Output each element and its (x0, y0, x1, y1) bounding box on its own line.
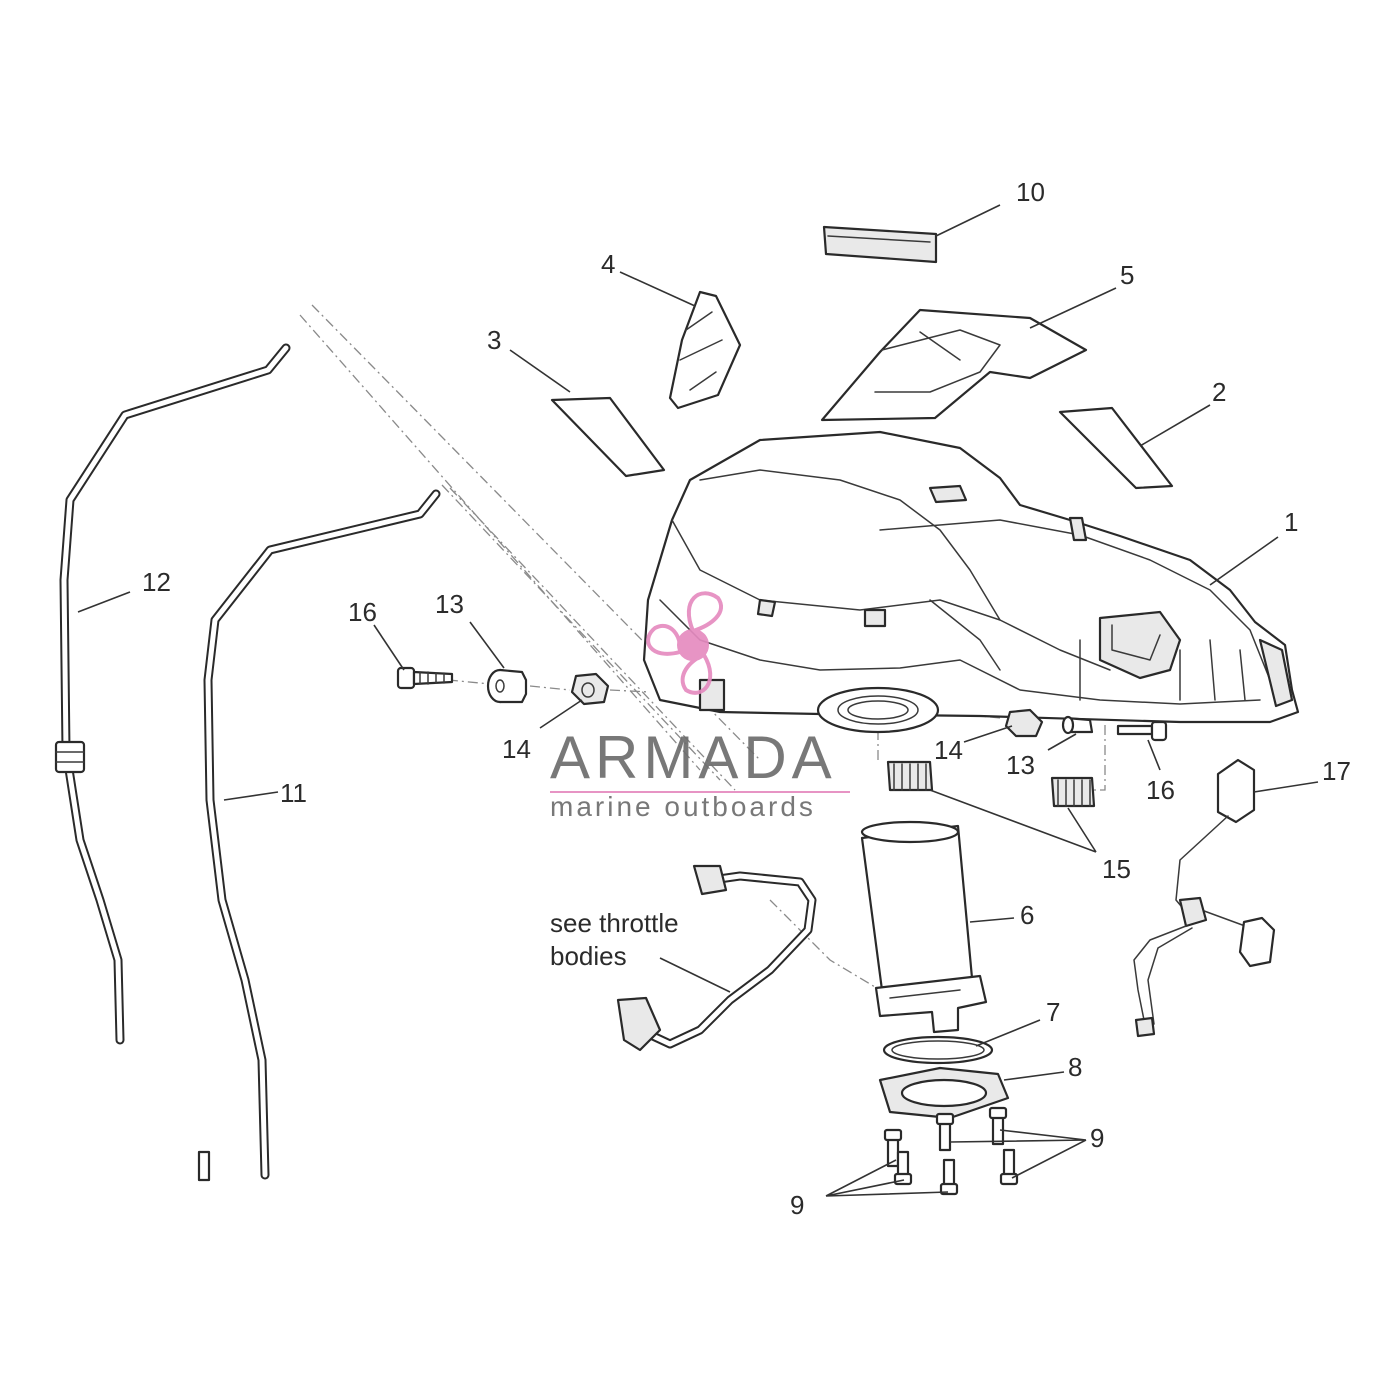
callout-4: 4 (601, 249, 615, 279)
part-1-fuel-tank (642, 430, 1300, 734)
callout-16-left: 16 (348, 597, 377, 627)
callout-14-right: 14 (934, 735, 963, 765)
part-13-spacer-left (486, 668, 528, 704)
callout-leaders (77, 204, 1319, 1197)
callout-1: 1 (1284, 507, 1298, 537)
part-12-breather-hose (54, 343, 291, 1045)
callout-7: 7 (1046, 997, 1060, 1027)
part-17-level-sender (1133, 758, 1276, 1038)
part-3-pad (550, 396, 666, 478)
callout-14-left: 14 (502, 734, 531, 764)
assembly-guide-lines (299, 304, 1106, 991)
part-13-spacer-right (1061, 715, 1094, 735)
part-5-cover (820, 308, 1088, 422)
callout-17: 17 (1322, 756, 1351, 786)
callout-16-right: 16 (1146, 775, 1175, 805)
watermark-name: ARMADA (550, 724, 837, 791)
callout-13-right: 13 (1006, 750, 1035, 780)
note-line-1: see throttle (550, 908, 679, 938)
part-7-seal-ring (882, 1035, 994, 1065)
callout-9-right: 9 (1090, 1123, 1104, 1153)
part-9-screws (197, 1106, 1019, 1196)
callout-15: 15 (1102, 854, 1131, 884)
part-9-screw-bottom-left (893, 1150, 913, 1186)
callout-8: 8 (1068, 1052, 1082, 1082)
part-6-fuel-pump (860, 820, 988, 1034)
callout-13-left: 13 (435, 589, 464, 619)
throttle-bodies-note: see throttle bodies (550, 908, 679, 971)
part-14-grommet-right (1004, 708, 1044, 738)
note-line-2: bodies (550, 941, 627, 971)
callout-11: 11 (280, 778, 307, 808)
part-16-bolt-right (1116, 720, 1168, 742)
propeller-logo-icon (646, 591, 723, 695)
part-14-grommet-left (570, 672, 610, 706)
part-15-filters (886, 760, 1096, 808)
callout-3: 3 (487, 325, 501, 355)
part-8-retaining-plate (878, 1066, 1010, 1120)
part-2-pad (1058, 406, 1174, 490)
throttle-bodies-hose (616, 864, 817, 1052)
part-10-strip (822, 225, 938, 264)
callout-6: 6 (1020, 900, 1034, 930)
callout-5: 5 (1120, 260, 1134, 290)
armada-watermark: ARMADA marine outboards (550, 591, 850, 822)
callout-10: 10 (1016, 177, 1045, 207)
part-16-bolt-left (396, 666, 454, 690)
part-11-drain-hose (203, 489, 441, 1180)
watermark-tagline: marine outboards (550, 791, 816, 822)
callout-2: 2 (1212, 377, 1226, 407)
callout-12: 12 (142, 567, 171, 597)
callout-9-left: 9 (790, 1190, 804, 1220)
callout-numbers: 10 4 5 3 2 1 12 16 13 14 14 13 16 17 11 … (142, 177, 1351, 1220)
part-4-pad (668, 290, 742, 410)
